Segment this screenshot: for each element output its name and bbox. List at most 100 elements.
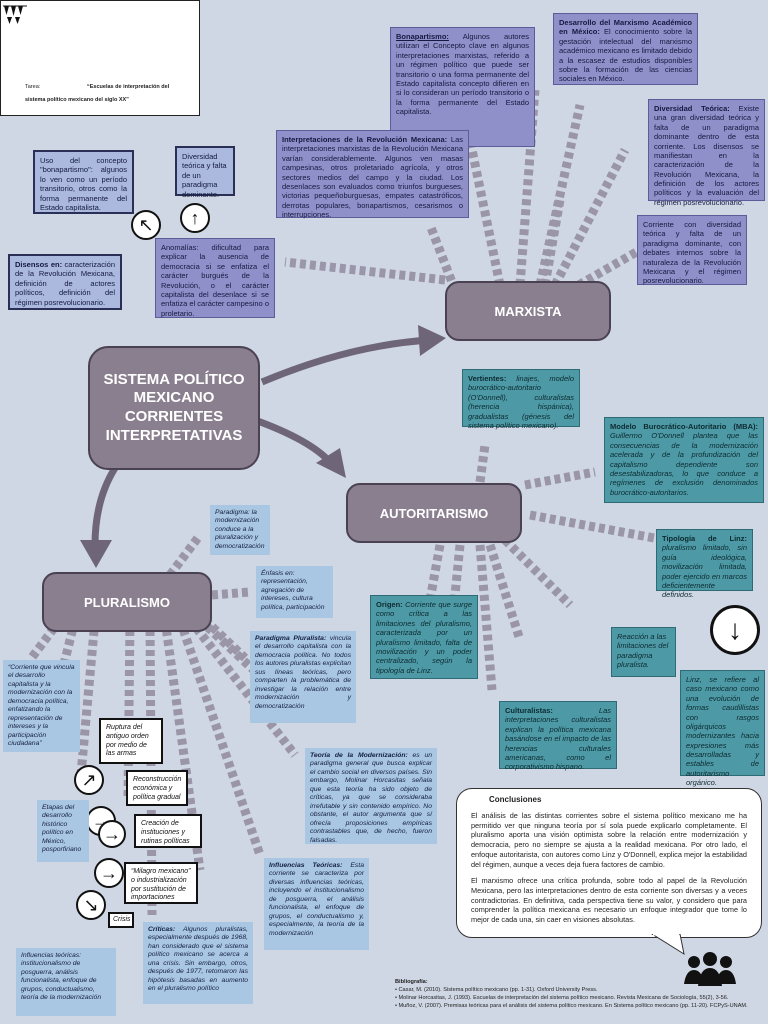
anomalias-box: Anomalías: dificultad para explicar la a…: [155, 238, 275, 318]
pluralismo-node: PLURALISMO: [42, 572, 212, 632]
arrow-up-left-icon: ↖: [131, 210, 161, 240]
conclusiones-p1: El análisis de las distintas corrientes …: [471, 810, 747, 870]
criticas-box: Críticas: Algunos pluralistas, especialm…: [143, 922, 253, 1004]
desarrollo-text: El conocimiento sobre la gestación intel…: [559, 27, 693, 84]
central-title: SISTEMA POLÍTICO MEXICANO CORRIENTES INT…: [103, 370, 245, 444]
influencias-box: Influencias teóricas: institucionalismo …: [16, 948, 116, 1016]
corriente-pluralista-text: “Corriente que vincula el desarrollo cap…: [8, 664, 75, 748]
bonapartismo-text: Algunos autores utilizan el Concepto cla…: [396, 32, 529, 116]
bibliografia-item: • Casar, M. (2010). Sistema político mex…: [395, 987, 598, 994]
task-title-line2: sistema político mexicano del siglo XX”: [25, 97, 129, 103]
etapas-text: Etapas del desarrollo histórico político…: [42, 804, 82, 854]
creacion-text: Creación de instituciones y rutinas polí…: [141, 820, 190, 845]
ruptura-text: Ruptura del antiguo orden por medio de l…: [106, 724, 149, 758]
tipologia-label: Tipología de Linz:: [662, 534, 747, 543]
milagro-box: “Milagro mexicano” o industrialización p…: [124, 862, 198, 904]
tarea-label: Tarea:: [25, 84, 41, 90]
criticas-label: Críticas:: [148, 926, 176, 933]
diversidad-falta-text: Diversidad teórica y falta de un paradig…: [182, 152, 227, 199]
anomalias-text: Anomalías: dificultad para explicar la a…: [161, 243, 269, 318]
reaccion-box: Reacción a las limitaciones del paradigm…: [611, 627, 676, 677]
task-title-line1: “Escuelas de interpretación del: [87, 84, 170, 90]
paradigma-pluralista-text: vincula el desarrollo capitalista con la…: [255, 635, 351, 710]
uso-text: Uso del concepto "bonapartismo": algunos…: [40, 156, 127, 212]
teoria-modernizacion-box: Teoría de la Modernización: es un paradi…: [305, 748, 437, 844]
people-icon: [684, 952, 736, 986]
paradigma-box: Paradigma: la modernización conduce a la…: [210, 505, 270, 555]
arrow-right-icon: →: [98, 820, 126, 848]
bibliografia-item: • Molinar Horcasitas, J. (1993). Escuela…: [395, 995, 729, 1002]
reaccion-text: Reacción a las limitaciones del paradigm…: [617, 632, 669, 670]
criticas-text: Algunos pluralistas, especialmente despu…: [148, 926, 248, 993]
influencias-box-text: Influencias teóricas: institucionalismo …: [21, 952, 102, 1002]
arrow-up-icon: ↑: [180, 203, 210, 233]
corriente-marxista-text: Corriente con diversidad teórica y falta…: [643, 220, 741, 286]
vertientes-label: Vertientes:: [468, 374, 507, 383]
conclusiones-box: Conclusiones El análisis de las distinta…: [456, 788, 762, 938]
autoritarismo-title: AUTORITARISMO: [379, 505, 489, 521]
desarrollo-label: Desarrollo del Marxismo Académico en Méx…: [559, 18, 692, 37]
uso-concepto-box: Uso del concepto "bonapartismo": algunos…: [33, 150, 134, 214]
influencias-teoricas-box: Influencias Teóricas: Esta corriente se …: [264, 858, 369, 950]
arrow-down-icon: ↓: [710, 605, 760, 655]
speech-tail: [651, 934, 685, 956]
vertientes-text: linajes, modelo burocrático-autoritario …: [468, 374, 574, 430]
diversidad-label: Diversidad Teórica:: [654, 104, 730, 113]
culturalistas-text: Las interpretaciones culturalistas expli…: [505, 706, 611, 772]
conclusiones-title: Conclusiones: [489, 795, 542, 804]
creacion-box: Creación de instituciones y rutinas polí…: [134, 814, 202, 848]
conclusiones-p2: El marxismo ofrece una crítica profunda,…: [471, 875, 747, 925]
disensos-box: Disensos en: caracterización de la Revol…: [8, 254, 122, 310]
arrow-up-right-icon: ↗: [74, 765, 104, 795]
reconstruccion-box: Reconstrucción económica y política grad…: [126, 770, 188, 806]
desarrollo-box: Desarrollo del Marxismo Académico en Méx…: [553, 13, 698, 85]
bunting-icon: [3, 5, 27, 24]
arrow-right-icon: →: [94, 858, 124, 888]
bibliografia-item: • Muñoz, V. (2007). Premisas teóricas pa…: [395, 1003, 748, 1010]
enfasis-text: Énfasis en: representación, agregación d…: [261, 570, 325, 611]
corriente-pluralista-box: “Corriente que vincula el desarrollo cap…: [3, 660, 80, 752]
disensos-text: caracterización de la Revolución Mexican…: [15, 260, 115, 307]
marxista-title: MARXISTA: [494, 303, 562, 319]
autoritarismo-node: AUTORITARISMO: [346, 483, 522, 543]
bonapartismo-label: Bonapartismo:: [396, 32, 449, 41]
corriente-marxista-box: Corriente con diversidad teórica y falta…: [637, 215, 747, 285]
paradigma-text: Paradigma: la modernización conduce a la…: [215, 509, 265, 550]
milagro-text: “Milagro mexicano” o industrialización p…: [131, 868, 191, 902]
linz-text: Linz, se refiere al caso mexicano como u…: [686, 675, 759, 788]
pluralismo-title: PLURALISMO: [84, 594, 170, 610]
interpretaciones-label: Interpretaciones de la Revolución Mexica…: [282, 135, 448, 144]
enfasis-box: Énfasis en: representación, agregación d…: [256, 566, 333, 618]
bonapartismo-box: Bonapartismo: Algunos autores utilizan e…: [390, 27, 535, 147]
diversidad-teorica-box: Diversidad Teórica: Existe una gran dive…: [648, 99, 765, 207]
influencias-text: Esta corriente se caracteriza por divers…: [269, 862, 364, 937]
disensos-label: Disensos en:: [15, 260, 63, 269]
diversidad-falta-box: Diversidad teórica y falta de un paradig…: [175, 146, 235, 199]
interpretaciones-box: Interpretaciones de la Revolución Mexica…: [276, 130, 469, 219]
central-node: SISTEMA POLÍTICO MEXICANO CORRIENTES INT…: [88, 346, 260, 470]
origen-text: Corriente que surge como crítica a las l…: [376, 600, 472, 675]
teoria-label: Teoría de la Modernización:: [310, 752, 408, 759]
culturalistas-box: Culturalistas: Las interpretaciones cult…: [499, 701, 617, 772]
influencias-label: Influencias Teóricas:: [269, 862, 343, 869]
origen-box: Origen: Corriente que surge como crítica…: [370, 595, 478, 679]
tipologia-linz-box: Tipología de Linz: pluralismo limitado, …: [656, 529, 753, 599]
diversidad-text: Existe una gran diversidad teórica y fal…: [654, 104, 759, 207]
tipologia-text: pluralismo limitado, sin guía ideológica…: [662, 543, 747, 600]
modelo-mba-box: Modelo Burocrático-Autoritario (MBA): Gu…: [604, 417, 764, 503]
header-card: Tarea: “Escuelas de interpretación del s…: [0, 0, 200, 116]
bibliografia-title: Bibliografía:: [395, 979, 428, 985]
culturalistas-label: Culturalistas:: [505, 706, 553, 715]
paradigma-pluralista-label: Paradigma Pluralista:: [255, 635, 327, 642]
bibliografia: Bibliografía: • Casar, M. (2010). Sistem…: [395, 978, 767, 1010]
marxista-node: MARXISTA: [445, 281, 611, 341]
ruptura-box: Ruptura del antiguo orden por medio de l…: [99, 718, 163, 764]
origen-label: Origen:: [376, 600, 403, 609]
arrow-down-right-icon: ↘: [76, 890, 106, 920]
modelo-label: Modelo Burocrático-Autoritario (MBA):: [610, 422, 758, 431]
etapas-box: Etapas del desarrollo histórico político…: [37, 800, 89, 862]
crisis-text: Crisis: [113, 916, 131, 923]
reconstruccion-text: Reconstrucción económica y política grad…: [133, 776, 182, 801]
modelo-text: Guillermo O'Donnell plantea que las cons…: [610, 431, 758, 497]
